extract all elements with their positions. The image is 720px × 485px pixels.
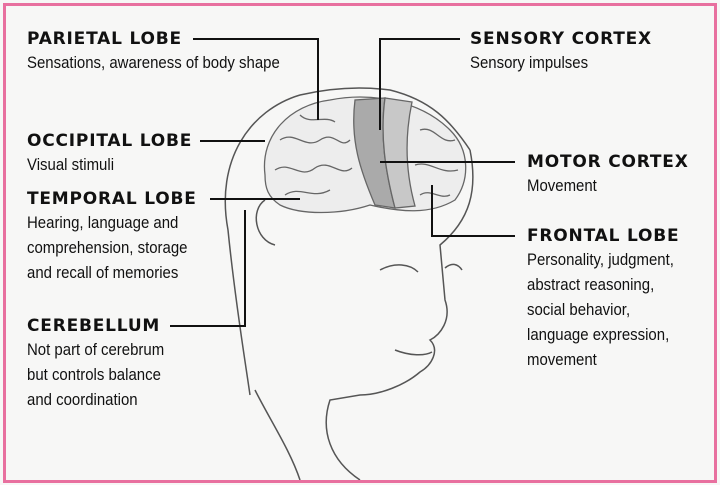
label-desc: and coordination: [27, 390, 138, 409]
label-desc: Personality, judgment,: [527, 250, 674, 269]
label-desc: comprehension, storage: [27, 238, 188, 257]
brain: [263, 96, 467, 214]
eye-right: [444, 263, 463, 271]
label-parietal-lobe: PARIETAL LOBE Sensations, awareness of b…: [27, 28, 314, 75]
label-desc: Visual stimuli: [27, 155, 115, 174]
ear: [255, 199, 276, 246]
label-desc: Sensations, awareness of body shape: [27, 53, 280, 72]
label-desc: Movement: [527, 176, 597, 195]
parietal-leader: [193, 38, 319, 120]
eye-left: [379, 264, 419, 273]
label-cerebellum: CEREBELLUM Not part of cerebrum but cont…: [27, 315, 183, 412]
label-frontal-lobe: FRONTAL LOBE Personality, judgment, abst…: [527, 225, 694, 372]
label-desc: abstract reasoning,: [527, 275, 655, 294]
label-sensory-cortex: SENSORY CORTEX Sensory impulses: [470, 28, 652, 75]
label-desc: Not part of cerebrum: [27, 340, 165, 359]
label-temporal-lobe: TEMPORAL LOBE Hearing, language and comp…: [27, 188, 209, 285]
neck-outline: [254, 389, 301, 481]
leader-lines: [170, 38, 515, 327]
frontal-leader: [431, 185, 515, 237]
label-title: MOTOR CORTEX: [527, 152, 689, 172]
label-desc: language expression,: [527, 325, 670, 344]
label-motor-cortex: MOTOR CORTEX Movement: [527, 151, 689, 198]
sensory-leader: [379, 38, 460, 130]
face-outline: [325, 149, 474, 481]
label-desc: Hearing, language and: [27, 213, 179, 232]
hair-outline: [224, 87, 471, 396]
label-occipital-lobe: OCCIPITAL LOBE Visual stimuli: [27, 130, 192, 177]
label-title: PARIETAL LOBE: [27, 29, 182, 49]
label-title: CEREBELLUM: [27, 316, 161, 336]
cerebellum-leader: [170, 210, 246, 327]
label-desc: Sensory impulses: [470, 53, 589, 72]
label-title: OCCIPITAL LOBE: [27, 131, 193, 151]
label-title: FRONTAL LOBE: [527, 226, 680, 246]
label-title: SENSORY CORTEX: [470, 29, 652, 49]
label-desc: but controls balance: [27, 365, 161, 384]
mouth: [394, 349, 433, 356]
label-desc: social behavior,: [527, 300, 631, 319]
label-title: TEMPORAL LOBE: [27, 189, 197, 209]
label-desc: movement: [527, 350, 597, 369]
label-desc: and recall of memories: [27, 263, 179, 282]
